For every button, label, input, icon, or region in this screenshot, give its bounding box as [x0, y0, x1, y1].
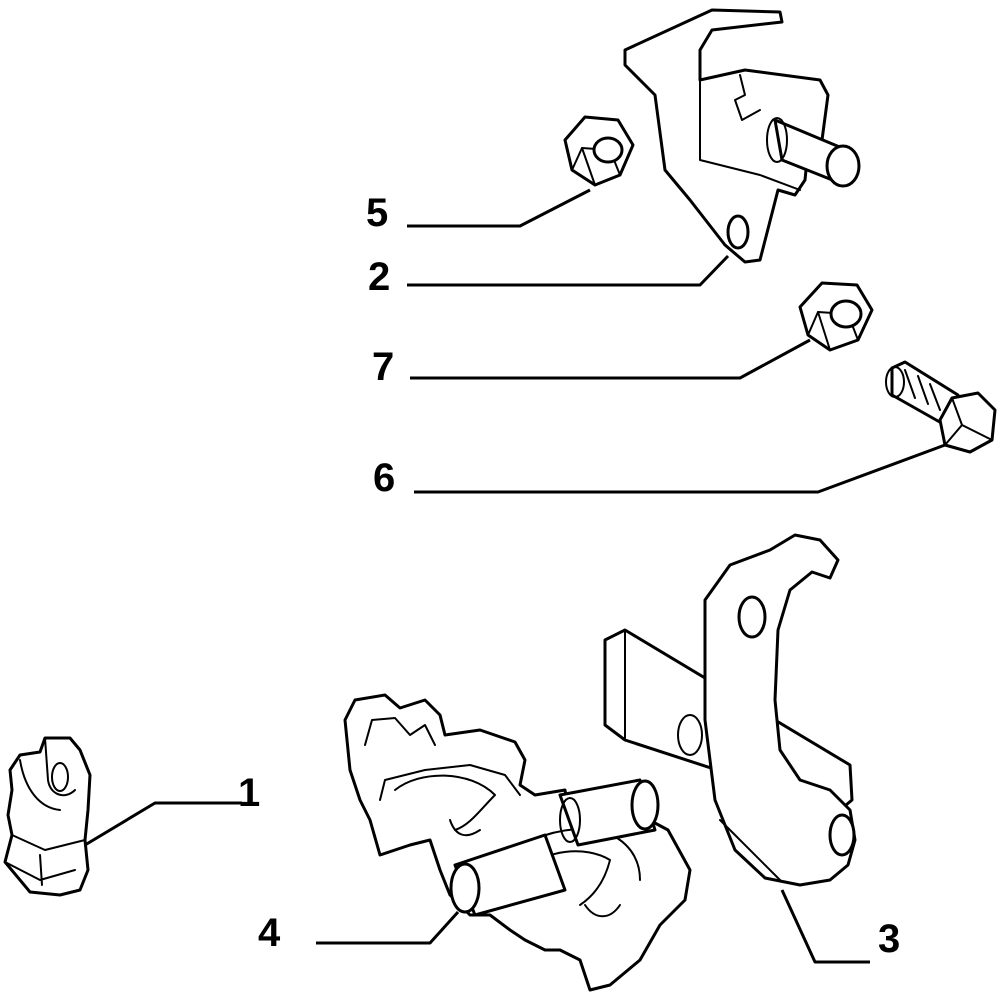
part-5-nut [563, 115, 635, 187]
callout-5: 5 [366, 191, 388, 235]
callout-7: 7 [372, 345, 394, 389]
leader-3 [780, 889, 870, 964]
part-4-double-clip [343, 693, 692, 992]
leader-5 [407, 188, 591, 228]
leader-lines [84, 188, 946, 964]
leader-2 [407, 254, 730, 287]
leader-1 [84, 801, 242, 847]
part-2-bracket [623, 8, 861, 264]
part-3-hook-bracket [603, 533, 857, 887]
leader-7 [410, 338, 811, 380]
callout-2: 2 [368, 255, 390, 299]
callout-4: 4 [258, 911, 281, 955]
callout-6: 6 [373, 456, 395, 500]
part-6-bolt [885, 360, 997, 454]
leader-6 [414, 443, 946, 494]
part-1-clip [3, 736, 92, 897]
callout-3: 3 [878, 917, 900, 961]
leader-4 [316, 910, 460, 945]
part-7-nut [798, 281, 874, 352]
callout-labels: 5 2 7 6 1 4 3 [238, 191, 900, 961]
callout-1: 1 [238, 771, 260, 815]
